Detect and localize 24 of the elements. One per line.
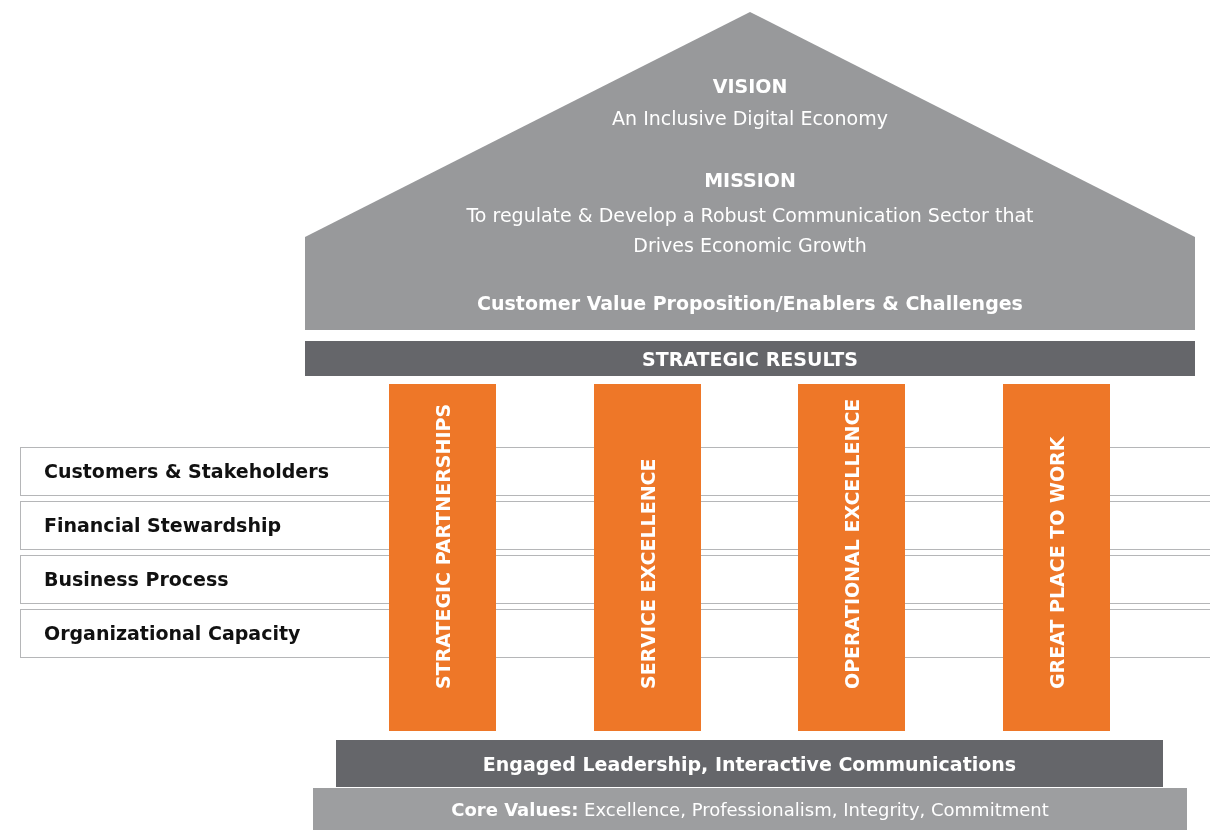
pillar <box>389 384 496 731</box>
band <box>305 341 1195 376</box>
perspective-label: Customers & Stakeholders <box>44 460 329 482</box>
statement-text: An Inclusive Digital Economy <box>611 106 889 130</box>
heading: MISSION <box>703 168 797 192</box>
band <box>336 740 1163 787</box>
band-label: Engaged Leadership, Interactive Communications <box>482 752 1017 775</box>
perspective-label: Business Process <box>44 568 229 590</box>
perspective-label: Financial Stewardship <box>44 514 282 536</box>
band-label: STRATEGIC RESULTS <box>642 347 858 370</box>
pillar-label: STRATEGIC PARTNERSHIPS <box>431 403 454 689</box>
pillar <box>798 384 905 731</box>
heading: VISION <box>711 74 789 98</box>
pillar-label: SERVICE EXCELLENCE <box>636 458 659 689</box>
pillar-label: GREAT PLACE TO WORK <box>1045 436 1068 689</box>
statement-text: To regulate & Develop a Robust Communication Sector that Drives Economic Growth <box>465 203 1035 258</box>
pillar <box>594 384 701 731</box>
pillar <box>1003 384 1110 731</box>
values-band <box>313 788 1187 830</box>
pillar-label: OPERATIONAL EXCELLENCE <box>840 398 863 689</box>
band-label: Core Values: Excellence, Professionalism, Integrity, Commitment <box>451 798 1049 820</box>
perspective-label: Organizational Capacity <box>44 622 301 644</box>
heading: Customer Value Proposition/Enablers & Challenges <box>476 291 1024 315</box>
roof-pentagon <box>305 12 1195 330</box>
